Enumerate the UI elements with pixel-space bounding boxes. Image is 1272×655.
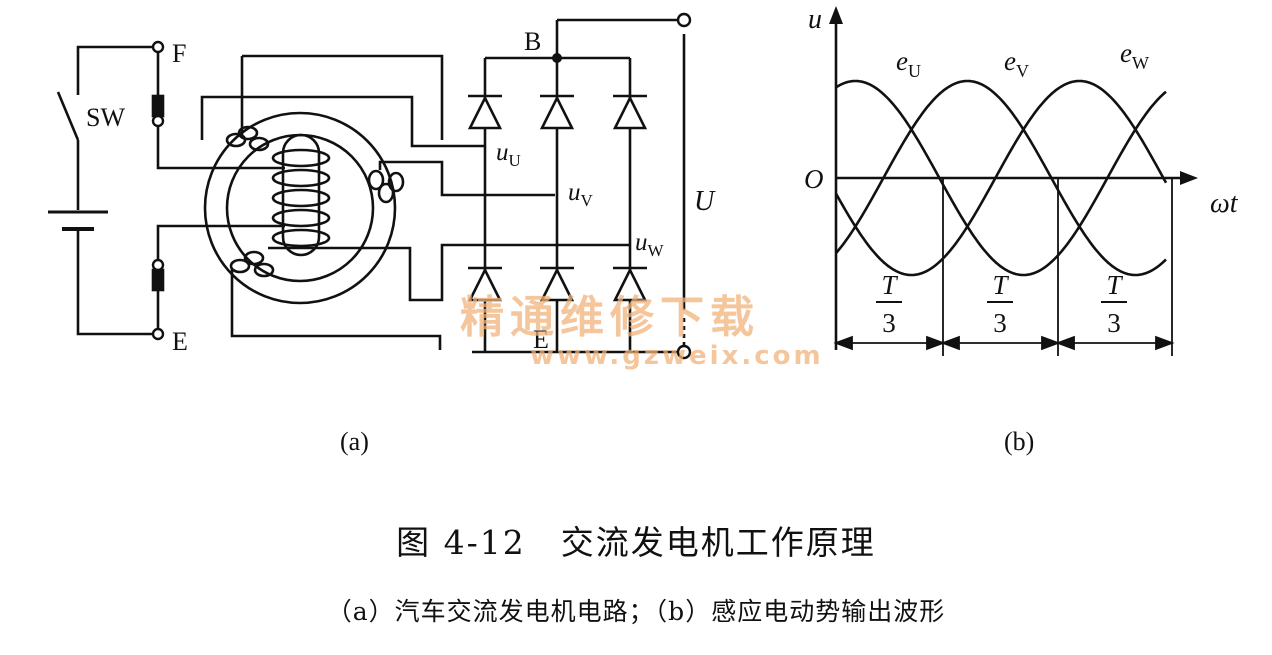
rotor-core [281,133,321,257]
interval-arrows [833,335,1175,351]
label-U-output: U [694,186,716,217]
switch-sw [56,91,80,141]
label-uV: uV [568,179,594,210]
rotor-coil [271,148,331,248]
wire-F-rotor [156,125,285,170]
junction-B [552,53,562,63]
terminal-B-out [676,12,692,28]
interval-label-2: T 3 [987,270,1013,338]
stator-inner-ring [225,133,375,283]
wire-bottom-left [76,229,158,336]
label-B: B [524,27,541,56]
diode-u-lower [467,267,503,302]
diodes-upper [467,94,648,130]
brush-E [151,268,165,292]
label-uU: uU [496,139,521,170]
wire-top-left [76,45,158,95]
diodes-lower [467,266,648,302]
diode-v-upper [539,95,575,130]
curve-eW [834,79,1168,277]
axis-u-arrow [829,6,843,24]
label-E: E [172,327,188,356]
lead-u [200,95,485,148]
stator-outer-ring [203,111,397,305]
axis-wt-arrow [1180,171,1198,185]
label-origin: O [804,164,824,194]
circuit-diagram [48,18,686,354]
diode-w-upper [612,95,648,130]
wire-E-rotor [156,224,285,262]
label-eW: eW [1120,38,1149,73]
curve-eV [835,79,1167,277]
interval-label-1: T 3 [876,270,902,338]
lead-stator-bottom [230,268,442,350]
label-E-bottom: E [533,325,549,354]
svg-text:3: 3 [993,308,1007,338]
label-axis-u: u [808,4,822,35]
curve-eU [835,79,1167,277]
label-SW: SW [86,103,125,132]
label-panel-a: (a) [340,427,369,456]
svg-text:T: T [881,270,898,300]
stator-winding-w [229,250,275,278]
svg-text:T: T [992,270,1009,300]
terminal-F [151,40,165,54]
stator-winding-v [367,169,405,204]
stator-winding-u [225,125,270,152]
diode-w-lower [612,267,648,302]
watermark-url: www.gzweix.com [530,341,824,371]
svg-text:3: 3 [882,308,896,338]
label-eU: eU [896,46,921,81]
label-eV: eV [1004,46,1029,81]
diode-v-lower [539,267,575,302]
watermark-text: 精通维修下载 [460,292,760,343]
svg-text:3: 3 [1107,308,1121,338]
label-uW: uW [635,229,665,260]
svg-text:T: T [1106,270,1123,300]
lead-v [378,160,555,197]
terminal-brush-F [151,114,165,128]
terminal-brush-E [151,258,165,272]
terminal-E-out [676,344,692,360]
figure-caption-subtitle: （a）汽车交流发电机电路；（b）感应电动势输出波形 [326,597,946,626]
label-F: F [172,39,186,68]
lead-w [268,243,630,302]
diode-u-upper [467,95,503,130]
waveform-chart: T 3 T 3 T 3 u O ωt eU eV eW (b) [804,4,1239,456]
figure-caption-title: 图 4-12 交流发电机工作原理 [396,523,876,562]
label-panel-b: (b) [1004,427,1034,456]
label-axis-wt: ωt [1210,188,1239,219]
terminals [151,12,692,360]
brush-F [151,94,165,118]
interval-label-3: T 3 [1101,270,1127,338]
lead-stator-top [242,54,444,140]
terminal-E [151,327,165,341]
